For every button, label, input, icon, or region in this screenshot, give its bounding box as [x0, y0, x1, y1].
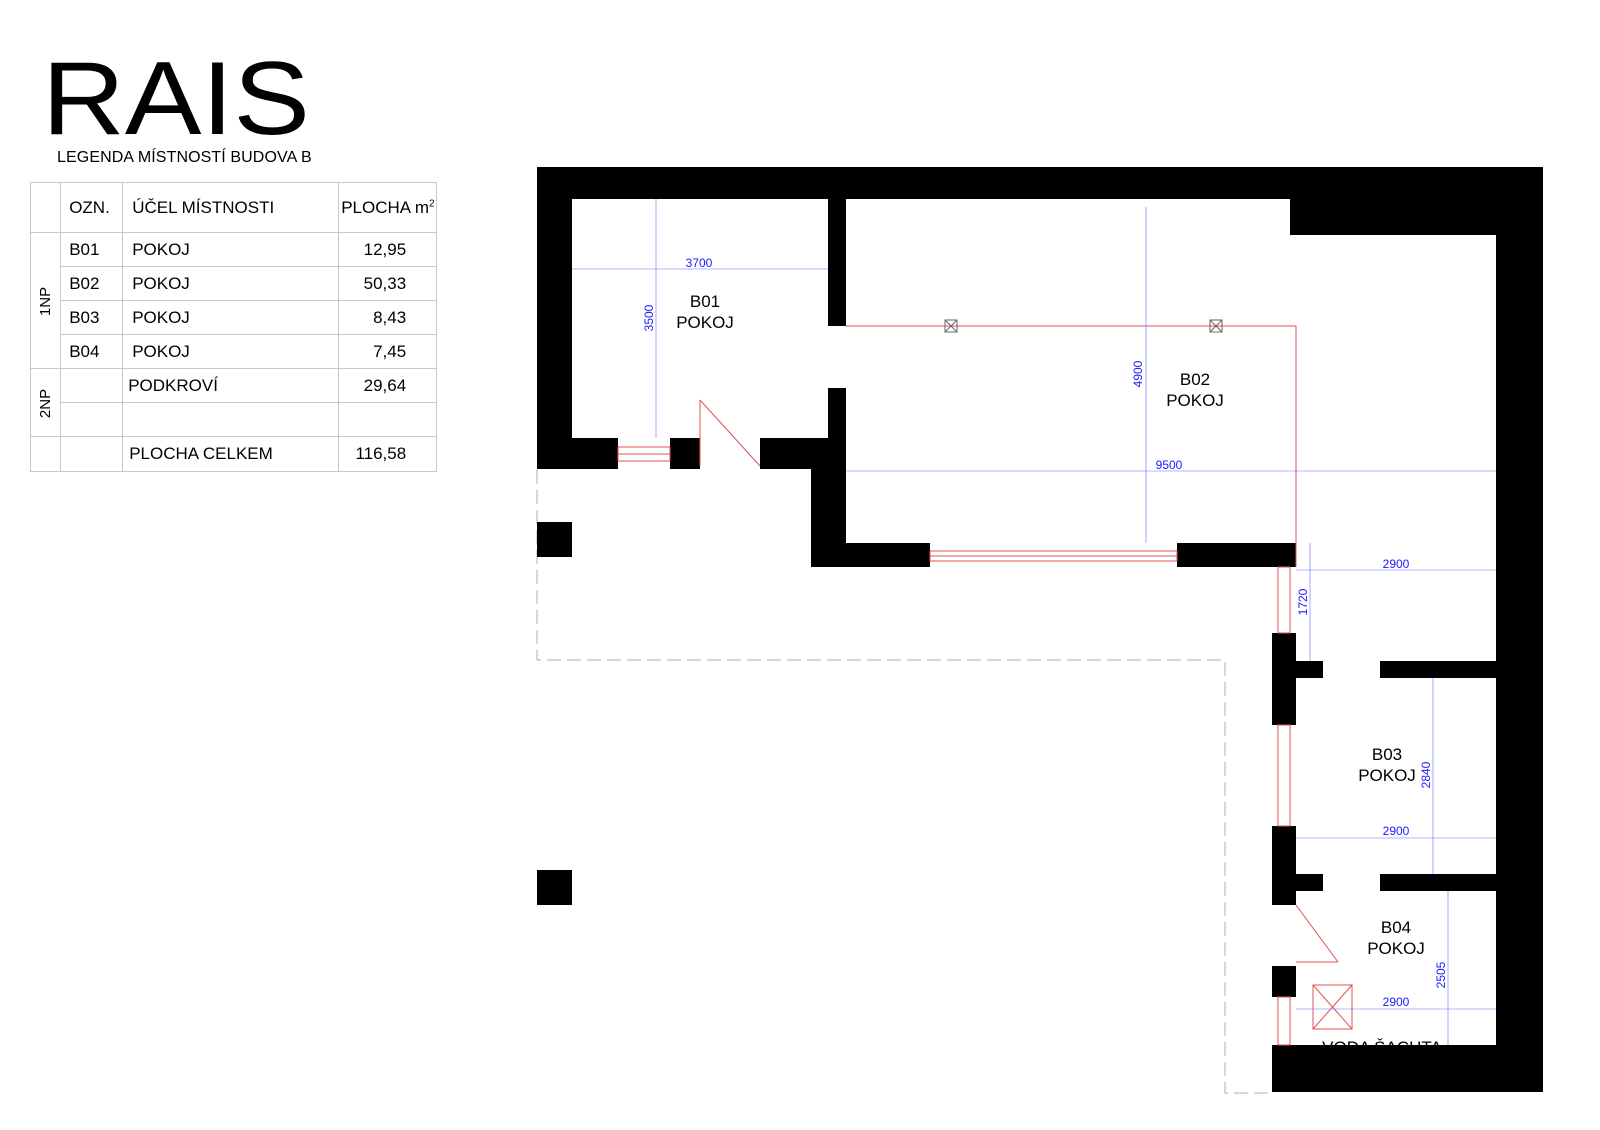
door-b04-leaf	[1295, 904, 1339, 963]
wall-b02-south-left	[811, 543, 930, 567]
legend-col-area-label: PLOCHA m	[341, 197, 430, 217]
window-b03	[1277, 724, 1291, 827]
svg-text:RAIS: RAIS	[42, 50, 310, 150]
dimension-labels: 3700 3500 4900 9500 2900 1720 2900 2840 …	[642, 256, 1448, 1009]
wall-west-b01	[537, 199, 572, 469]
door-b01-leaf	[699, 399, 761, 467]
dim-b01-depth: 3500	[642, 304, 656, 331]
dim-corridor-depth: 1720	[1296, 588, 1310, 615]
legend-area: 50,33	[338, 266, 438, 301]
dashed-outlines	[536, 470, 1270, 1094]
legend-area: 7,45	[338, 334, 438, 369]
wall-b03-north-left	[1296, 661, 1323, 678]
legend-row: B04 POKOJ 7,45	[31, 334, 438, 369]
b02-outline	[846, 325, 1297, 567]
legend-code	[60, 402, 124, 437]
legend-subtitle: LEGENDA MÍSTNOSTÍ BUDOVA B	[57, 149, 312, 166]
dimension-lines	[572, 199, 1496, 1045]
legend-col-purpose: ÚČEL MÍSTNOSTI	[122, 182, 340, 233]
room-b04-name: POKOJ	[1367, 939, 1425, 958]
dim-b02-depth: 4900	[1131, 360, 1145, 387]
legend-purpose: POKOJ	[122, 232, 340, 267]
dim-b04-depth: 2505	[1434, 961, 1448, 988]
legend-area: 12,95	[338, 232, 438, 267]
vent-icon	[944, 319, 958, 333]
legend-purpose: POKOJ	[122, 334, 340, 369]
room-b01-name: POKOJ	[676, 313, 734, 332]
legend-floor-empty	[29, 436, 62, 472]
wall-b01-south-mid	[670, 438, 700, 469]
wall-top	[537, 167, 1543, 199]
openings	[617, 319, 1353, 1046]
legend-row: 1NP B01 POKOJ 12,95	[29, 232, 438, 369]
dashed-outline	[536, 470, 1270, 1094]
walls	[537, 167, 1543, 1092]
room-b01-code: B01	[690, 292, 720, 311]
legend-purpose: PODKROVÍ	[122, 368, 340, 403]
legend-area: 8,43	[338, 300, 438, 335]
wall-b01-south-right	[760, 438, 828, 469]
legend-total-area: 116,58	[338, 436, 438, 472]
window-b04	[1277, 996, 1291, 1046]
wall-partition-upper	[828, 199, 846, 326]
shaft-icon	[1312, 984, 1353, 1030]
wall-b04-north-left	[1296, 874, 1323, 891]
dim-b04-width: 2900	[1383, 995, 1410, 1009]
room-b02-name: POKOJ	[1166, 391, 1224, 410]
column-west-lower	[537, 870, 572, 905]
wall-b03-north-right	[1380, 661, 1496, 678]
legend-floor-1np: 1NP	[29, 232, 62, 369]
wall-corridor-west-3	[1272, 966, 1296, 997]
room-b04-code: B04	[1381, 918, 1411, 937]
shaft-label: VODA ŠACHTA	[1322, 1038, 1442, 1057]
legend-total-label: PLOCHA CELKEM	[122, 436, 340, 472]
wall-b02-south-right	[1177, 543, 1296, 567]
wall-corridor-west-2	[1272, 826, 1296, 905]
room-b03-name: POKOJ	[1358, 766, 1416, 785]
wall-south	[1272, 1045, 1543, 1092]
legend-purpose: POKOJ	[122, 266, 340, 301]
dim-b01-width: 3700	[686, 256, 713, 270]
room-b02-code: B02	[1180, 370, 1210, 389]
dim-b03-width: 2900	[1383, 824, 1410, 838]
room-b03-code: B03	[1372, 745, 1402, 764]
dim-b02-width: 9500	[1156, 458, 1183, 472]
legend-total-row: PLOCHA CELKEM 116,58	[29, 436, 438, 472]
room-labels: B01 POKOJ B02 POKOJ B03 POKOJ B04 POKOJ …	[676, 292, 1442, 1057]
legend-header-row: OZN. ÚČEL MÍSTNOSTI PLOCHA m2	[29, 182, 438, 233]
legend-col-area-unit: 2	[429, 197, 435, 209]
legend-col-code: OZN.	[60, 182, 124, 233]
column-west-upper	[537, 522, 572, 557]
wall-corridor-west-1	[1272, 633, 1296, 725]
wall-b04-north-right	[1380, 874, 1496, 891]
dim-b03-depth: 2840	[1419, 761, 1433, 788]
vent-icon	[1209, 319, 1223, 333]
rais-logo: RAIS	[42, 50, 310, 150]
wall-east	[1496, 199, 1543, 1092]
wall-b01-south-left	[572, 438, 618, 469]
room-legend-table: OZN. ÚČEL MÍSTNOSTI PLOCHA m2 1NP B01 PO…	[29, 182, 438, 472]
dim-corridor-width: 2900	[1383, 557, 1410, 571]
window-corridor	[1277, 566, 1291, 634]
